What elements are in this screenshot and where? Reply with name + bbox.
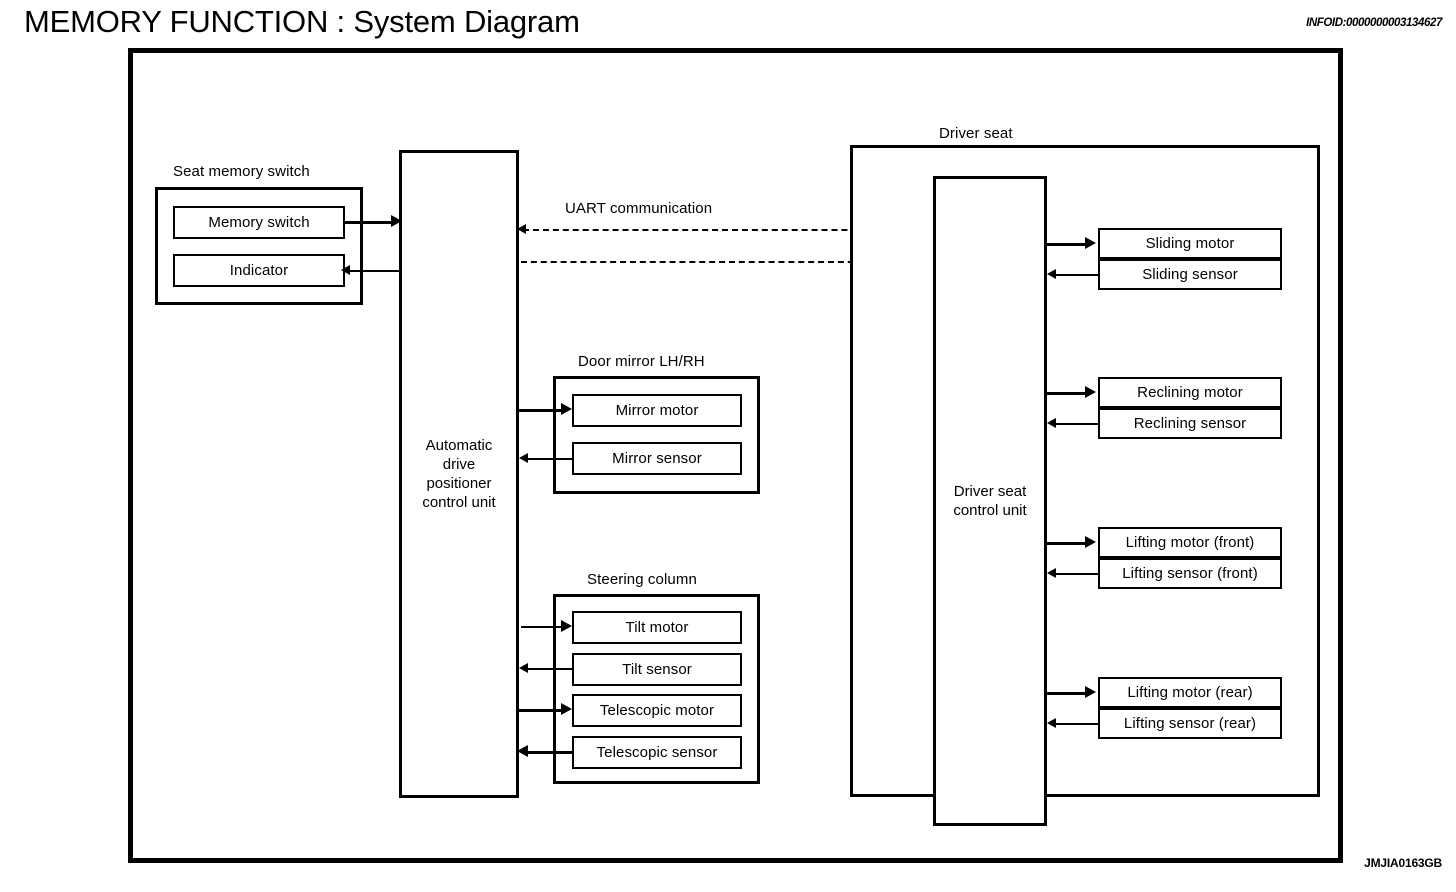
line-telescopic-motor	[519, 709, 565, 712]
lifting-motor-front-box[interactable]: Lifting motor (front)	[1098, 527, 1282, 558]
line-lifting-motor-front	[1047, 542, 1089, 545]
lifting-sensor-rear-box[interactable]: Lifting sensor (rear)	[1098, 708, 1282, 739]
arrow-tilt-sensor	[519, 663, 528, 673]
line-sliding-sensor	[1053, 274, 1099, 276]
page-title: MEMORY FUNCTION : System Diagram	[24, 4, 580, 39]
telescopic-sensor-box[interactable]: Telescopic sensor	[572, 736, 742, 769]
memory-switch-box[interactable]: Memory switch	[173, 206, 345, 239]
tilt-sensor-box[interactable]: Tilt sensor	[572, 653, 742, 686]
automatic-drive-positioner-control-unit[interactable]: Automatic drive positioner control unit	[399, 150, 519, 798]
tilt-motor-box[interactable]: Tilt motor	[572, 611, 742, 644]
arrow-indicator	[341, 265, 350, 275]
mirror-motor-box[interactable]: Mirror motor	[572, 394, 742, 427]
figure-code-label: JMJIA0163GB	[1364, 856, 1442, 870]
arrow-memory-switch	[391, 215, 402, 227]
line-mirror-sensor	[525, 458, 573, 460]
line-lifting-sensor-rear	[1053, 723, 1099, 725]
arrow-sliding-sensor	[1047, 269, 1056, 279]
arrow-telescopic-motor	[561, 703, 572, 715]
driver-seat-label: Driver seat	[939, 125, 1013, 142]
line-indicator	[347, 270, 399, 272]
arrow-lifting-sensor-rear	[1047, 718, 1056, 728]
steering-column-label: Steering column	[587, 571, 697, 588]
arrow-mirror-sensor	[519, 453, 528, 463]
arrow-reclining-sensor	[1047, 418, 1056, 428]
line-mirror-motor	[519, 409, 565, 412]
arrow-reclining-motor	[1085, 386, 1096, 398]
arrow-telescopic-sensor	[517, 745, 528, 757]
driver-seat-control-unit[interactable]: Driver seat control unit	[933, 176, 1047, 826]
diagram-frame: Seat memory switch Memory switch Indicat…	[128, 48, 1343, 863]
seat-memory-switch-box	[155, 187, 363, 305]
line-tilt-motor	[521, 626, 565, 628]
line-lifting-motor-rear	[1047, 692, 1089, 695]
line-reclining-motor	[1047, 392, 1089, 395]
uart-communication-label: UART communication	[565, 200, 713, 217]
uart-arrow-inbound	[517, 224, 526, 234]
seat-memory-switch-label: Seat memory switch	[173, 163, 310, 180]
arrow-mirror-motor	[561, 403, 572, 415]
lifting-motor-rear-box[interactable]: Lifting motor (rear)	[1098, 677, 1282, 708]
sliding-sensor-box[interactable]: Sliding sensor	[1098, 259, 1282, 290]
mirror-sensor-box[interactable]: Mirror sensor	[572, 442, 742, 475]
reclining-sensor-box[interactable]: Reclining sensor	[1098, 408, 1282, 439]
lifting-sensor-front-box[interactable]: Lifting sensor (front)	[1098, 558, 1282, 589]
door-mirror-label: Door mirror LH/RH	[578, 353, 705, 370]
line-tilt-sensor	[525, 668, 573, 670]
sliding-motor-box[interactable]: Sliding motor	[1098, 228, 1282, 259]
arrow-tilt-motor	[561, 620, 572, 632]
line-reclining-sensor	[1053, 423, 1099, 425]
line-sliding-motor	[1047, 243, 1089, 246]
line-telescopic-sensor	[525, 751, 573, 754]
uart-line-inbound	[523, 229, 937, 231]
arrow-lifting-motor-rear	[1085, 686, 1096, 698]
arrow-sliding-motor	[1085, 237, 1096, 249]
line-lifting-sensor-front	[1053, 573, 1099, 575]
line-memory-switch	[343, 221, 395, 224]
infoid-label: INFOID:0000000003134627	[1306, 17, 1442, 29]
arrow-lifting-sensor-front	[1047, 568, 1056, 578]
telescopic-motor-box[interactable]: Telescopic motor	[572, 694, 742, 727]
uart-line-outbound	[521, 261, 933, 263]
reclining-motor-box[interactable]: Reclining motor	[1098, 377, 1282, 408]
arrow-lifting-motor-front	[1085, 536, 1096, 548]
indicator-box[interactable]: Indicator	[173, 254, 345, 287]
